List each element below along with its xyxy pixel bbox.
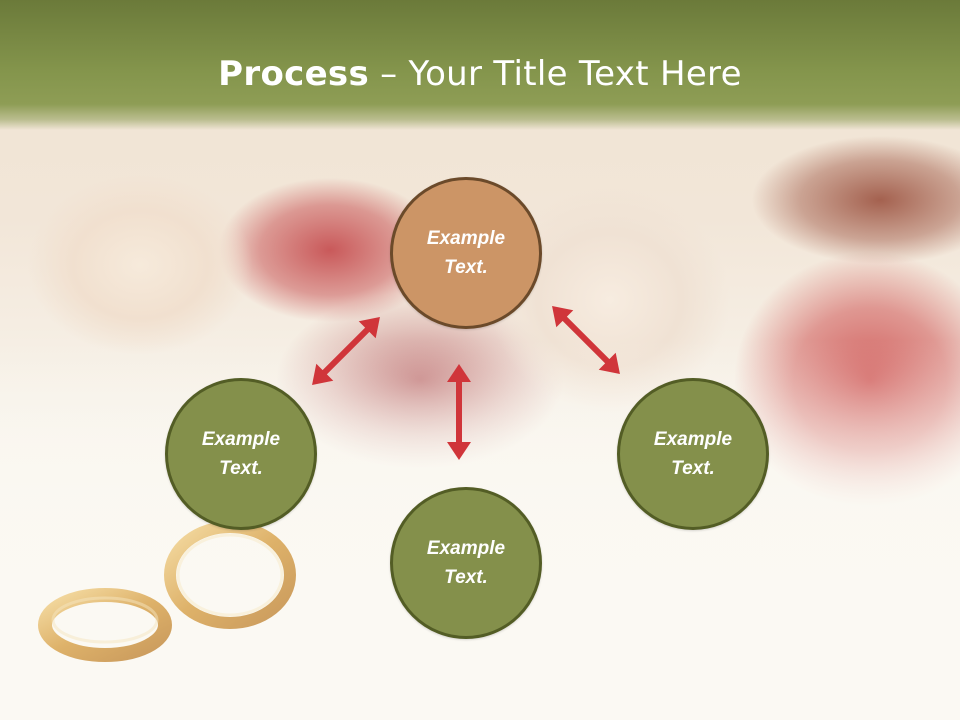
process-node-top[interactable]: Example Text. (390, 177, 542, 329)
node-label: Example Text. (653, 429, 733, 479)
process-node-right[interactable]: Example Text. (617, 378, 769, 530)
node-label: Example Text. (426, 228, 506, 278)
process-node-bottom[interactable]: Example Text. (390, 487, 542, 639)
title-bold: Process (218, 54, 370, 94)
title-rest: – Your Title Text Here (369, 54, 742, 94)
process-node-left[interactable]: Example Text. (165, 378, 317, 530)
node-label: Example Text. (201, 429, 281, 479)
wedding-rings-image (38, 521, 296, 662)
slide-title: Process – Your Title Text Here (0, 52, 960, 96)
node-label: Example Text. (426, 538, 506, 588)
title-bar: Process – Your Title Text Here (0, 0, 960, 130)
